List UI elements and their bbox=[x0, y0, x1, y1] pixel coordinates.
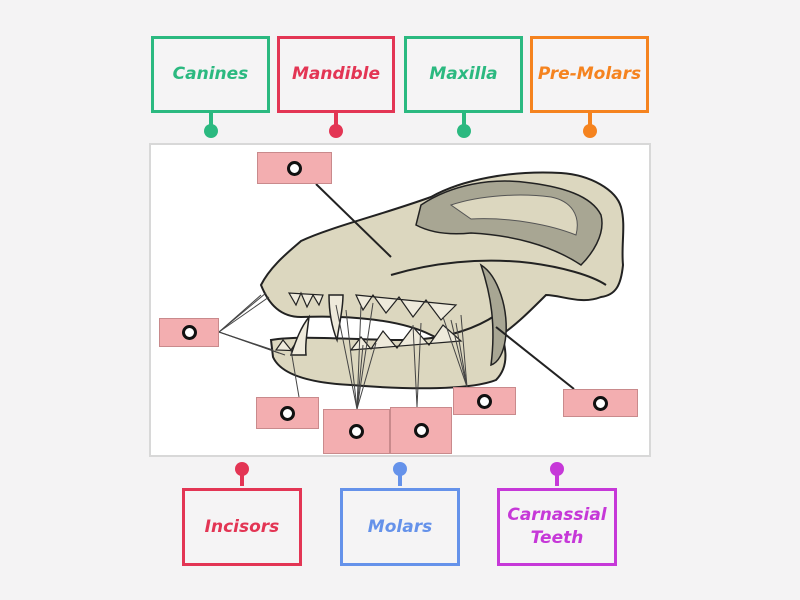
label-card-pre-molars[interactable]: Pre-Molars bbox=[530, 36, 649, 113]
label-card-incisors[interactable]: Incisors bbox=[182, 488, 302, 566]
label-card-maxilla[interactable]: Maxilla bbox=[404, 36, 523, 113]
skull-illustration bbox=[218, 171, 625, 410]
drop-zone-6[interactable] bbox=[453, 387, 516, 415]
target-circle-icon bbox=[287, 160, 302, 176]
target-circle-icon bbox=[413, 423, 429, 438]
target-circle-icon bbox=[349, 424, 364, 439]
drop-zone-3[interactable] bbox=[256, 397, 319, 429]
drop-zone-1[interactable] bbox=[257, 152, 332, 184]
label-text: Pre-Molars bbox=[537, 64, 642, 84]
label-text: Incisors bbox=[204, 516, 280, 537]
pin-icon bbox=[393, 462, 407, 488]
label-text: Maxilla bbox=[429, 64, 498, 84]
drop-zone-5[interactable] bbox=[390, 407, 452, 454]
label-card-mandible[interactable]: Mandible bbox=[277, 36, 395, 113]
pin-icon bbox=[235, 462, 249, 488]
label-text: Mandible bbox=[291, 64, 380, 84]
pin-icon bbox=[329, 113, 343, 139]
label-card-molars[interactable]: Molars bbox=[340, 488, 460, 566]
label-card-carnassial-teeth[interactable]: Carnassial Teeth bbox=[497, 488, 617, 566]
label-text: Canines bbox=[172, 64, 249, 84]
target-circle-icon bbox=[477, 393, 492, 409]
target-circle-icon bbox=[181, 325, 197, 340]
skull-diagram bbox=[149, 143, 651, 457]
pin-icon bbox=[550, 462, 564, 488]
drop-zone-4[interactable] bbox=[323, 409, 390, 454]
pin-icon bbox=[456, 113, 471, 139]
pin-icon bbox=[582, 113, 597, 139]
target-circle-icon bbox=[593, 395, 608, 411]
label-card-canines[interactable]: Canines bbox=[151, 36, 270, 113]
label-text: Molars bbox=[367, 516, 433, 537]
drop-zone-7[interactable] bbox=[563, 389, 638, 417]
label-text: Carnassial Teeth bbox=[507, 505, 607, 548]
drop-zone-2[interactable] bbox=[159, 318, 219, 347]
pin-icon bbox=[203, 113, 218, 139]
target-circle-icon bbox=[280, 405, 295, 421]
